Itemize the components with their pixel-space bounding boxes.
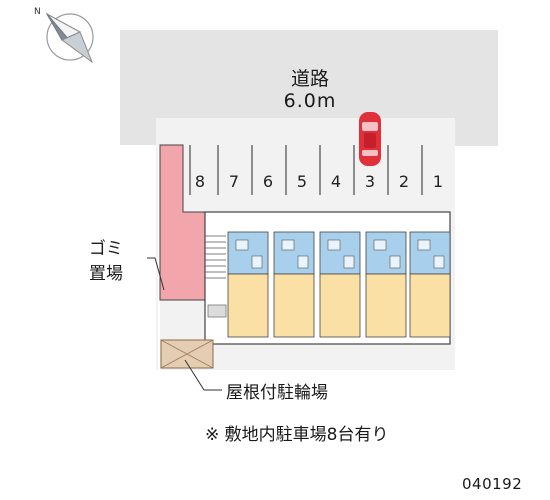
parking-slot-6: 6 (262, 172, 274, 191)
parking-slot-5: 5 (296, 172, 308, 191)
unit (273, 231, 315, 338)
property-code: 040192 (462, 475, 523, 493)
unit (227, 231, 269, 338)
parking-note: ※ 敷地内駐車場8台有り (205, 425, 389, 445)
parking-stall-lines (189, 145, 423, 195)
garbage-area-label-line1: ゴミ (89, 239, 123, 259)
road-width: 6.0m (283, 90, 337, 112)
north-letter: N (34, 7, 41, 17)
garbage-area-label-line2: 置場 (89, 264, 123, 284)
unit (409, 231, 451, 338)
apartment-units (227, 231, 451, 338)
bike-parking-label: 屋根付駐輪場 (226, 383, 328, 403)
parking-slot-7: 7 (228, 172, 240, 191)
compass-rose-icon: N (34, 7, 94, 64)
parking-slot-4: 4 (330, 172, 342, 191)
road-name: 道路 (290, 68, 329, 90)
garbage-leader-line (147, 257, 165, 291)
parking-slot-1: 1 (432, 172, 444, 191)
bike-leader-line (184, 359, 222, 391)
red-car-icon (359, 112, 381, 166)
parking-slot-2: 2 (398, 172, 410, 191)
parking-slot-8: 8 (194, 172, 206, 191)
unit (365, 231, 407, 338)
parking-slot-3: 3 (364, 172, 376, 191)
unit (319, 231, 361, 338)
road-area (120, 30, 498, 146)
